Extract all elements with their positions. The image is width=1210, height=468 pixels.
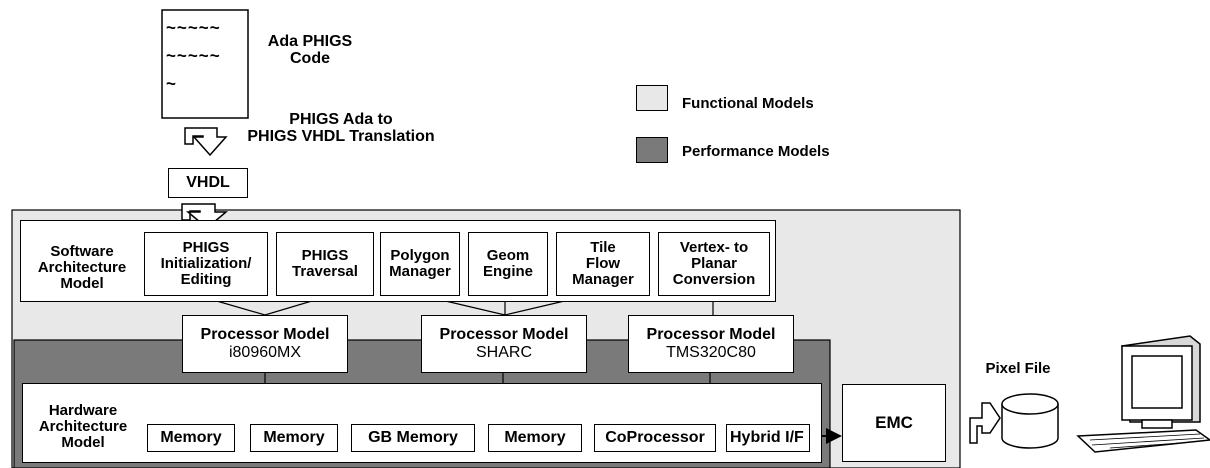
hardware-block-gb-memory: GB Memory — [351, 424, 475, 452]
code-line: ~~~~~ — [166, 46, 221, 65]
code-line: ~ — [166, 74, 177, 93]
vhdl-box: VHDL — [168, 168, 248, 198]
legend-label-performance: Performance Models — [682, 143, 830, 160]
translation-arrow-icon — [184, 127, 228, 157]
legend-swatch-performance — [636, 137, 668, 163]
legend: Functional Models Performance Models — [636, 85, 896, 175]
processor-model-tms320c80: Processor Model TMS320C80 — [628, 315, 794, 373]
translation-label: PHIGS Ada to PHIGS VHDL Translation — [247, 111, 435, 145]
emc-arrow-icon — [826, 428, 842, 444]
processor-model-sharc: Processor Model SHARC — [421, 315, 587, 373]
software-model-label: Software Architecture Model — [37, 243, 127, 292]
code-document: ~~~~~ ~~~~~ ~ — [166, 14, 246, 98]
code-line: ~~~~~ — [166, 18, 221, 37]
legend-label-functional: Functional Models — [682, 95, 814, 112]
pixel-arrow-icon — [969, 402, 1001, 444]
hardware-block-memory-2: Memory — [250, 424, 338, 452]
hardware-model-label: Hardware Architecture Model — [38, 402, 128, 451]
workstation-icon — [1076, 335, 1210, 453]
hardware-block-memory-1: Memory — [147, 424, 235, 452]
code-document-icon — [161, 9, 249, 119]
disk-icon — [1001, 393, 1059, 449]
ada-code-label: Ada PHIGS Code — [267, 33, 353, 67]
hardware-block-memory-3: Memory — [488, 424, 582, 452]
processor-model-i80960mx: Processor Model i80960MX — [182, 315, 348, 373]
emc-box: EMC — [842, 384, 946, 462]
pixel-file-label: Pixel File — [985, 360, 1051, 377]
hardware-block-hybrid-if: Hybrid I/F — [726, 424, 810, 452]
hardware-block-coprocessor: CoProcessor — [594, 424, 716, 452]
legend-swatch-functional — [636, 85, 668, 111]
